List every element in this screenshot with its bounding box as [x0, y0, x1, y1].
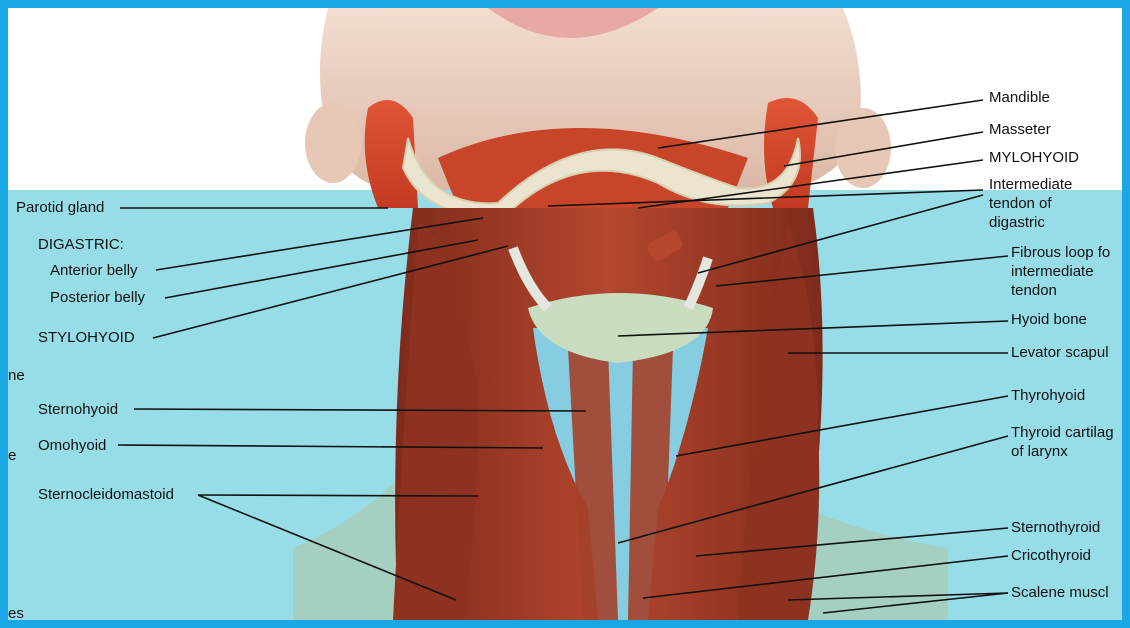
- label-mandible: Mandible: [989, 88, 1050, 107]
- label-sternothyroid: Sternothyroid: [1011, 518, 1100, 537]
- label-stylohyoid: STYLOHYOID: [38, 328, 135, 347]
- label-anterior-belly: Anterior belly: [50, 261, 138, 280]
- label-fragment-e: e: [8, 446, 16, 465]
- label-fibrous-loop: Fibrous loop fo intermediate tendon: [1011, 243, 1110, 300]
- label-fragment-es: es: [8, 604, 24, 620]
- label-intermediate-tendon: Intermediate tendon of digastric: [989, 175, 1072, 232]
- label-thyroid-cartilage: Thyroid cartilag of larynx: [1011, 423, 1114, 461]
- label-posterior-belly: Posterior belly: [50, 288, 145, 307]
- neck-anatomy-figure: [8, 8, 1122, 620]
- left-ear: [305, 103, 361, 183]
- label-thyrohyoid: Thyrohyoid: [1011, 386, 1085, 405]
- label-masseter: Masseter: [989, 120, 1051, 139]
- label-sternocleidomastoid: Sternocleidomastoid: [38, 485, 174, 504]
- label-digastric: DIGASTRIC:: [38, 235, 124, 254]
- label-hyoid-bone: Hyoid bone: [1011, 310, 1087, 329]
- label-levator-scapulae: Levator scapul: [1011, 343, 1109, 362]
- label-fragment-ne: ne: [8, 366, 25, 385]
- label-sternohyoid: Sternohyoid: [38, 400, 118, 419]
- anatomy-illustration: Mandible Masseter MYLOHYOID Intermediate…: [8, 8, 1122, 620]
- label-omohyoid: Omohyoid: [38, 436, 106, 455]
- label-mylohyoid: MYLOHYOID: [989, 148, 1079, 167]
- label-cricothyroid: Cricothyroid: [1011, 546, 1091, 565]
- label-scalene: Scalene muscl: [1011, 583, 1109, 602]
- label-parotid-gland: Parotid gland: [16, 198, 104, 217]
